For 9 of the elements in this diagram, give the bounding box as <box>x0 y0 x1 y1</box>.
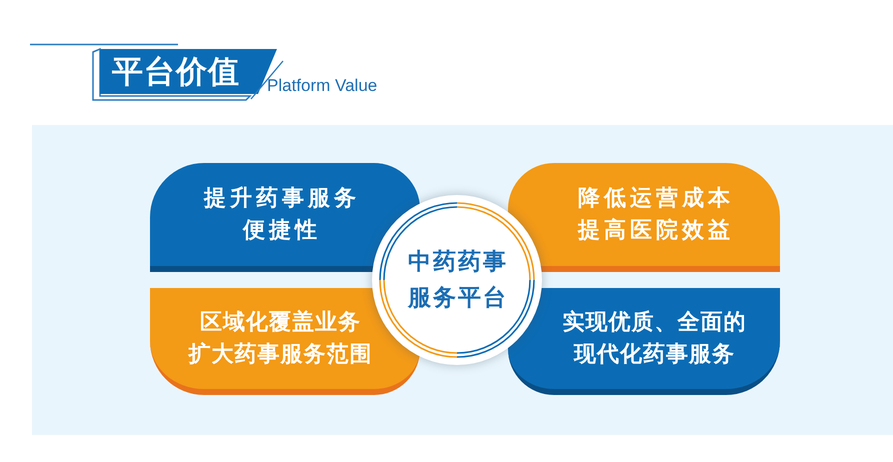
card-text: 区域化覆盖业务扩大药事服务范围 <box>188 308 372 368</box>
card-text: 降低运营成本提高医院效益 <box>576 184 734 244</box>
feature-card <box>508 288 780 395</box>
title: 平台价值 <box>112 53 240 91</box>
circle-text: 中药药事服务平台 <box>406 248 508 313</box>
card-text: 实现优质、全面的现代化药事服务 <box>562 308 746 368</box>
subtitle: Platform Value <box>267 76 378 96</box>
feature-card <box>508 163 780 272</box>
card-text: 提升药事服务便捷性 <box>202 184 360 244</box>
